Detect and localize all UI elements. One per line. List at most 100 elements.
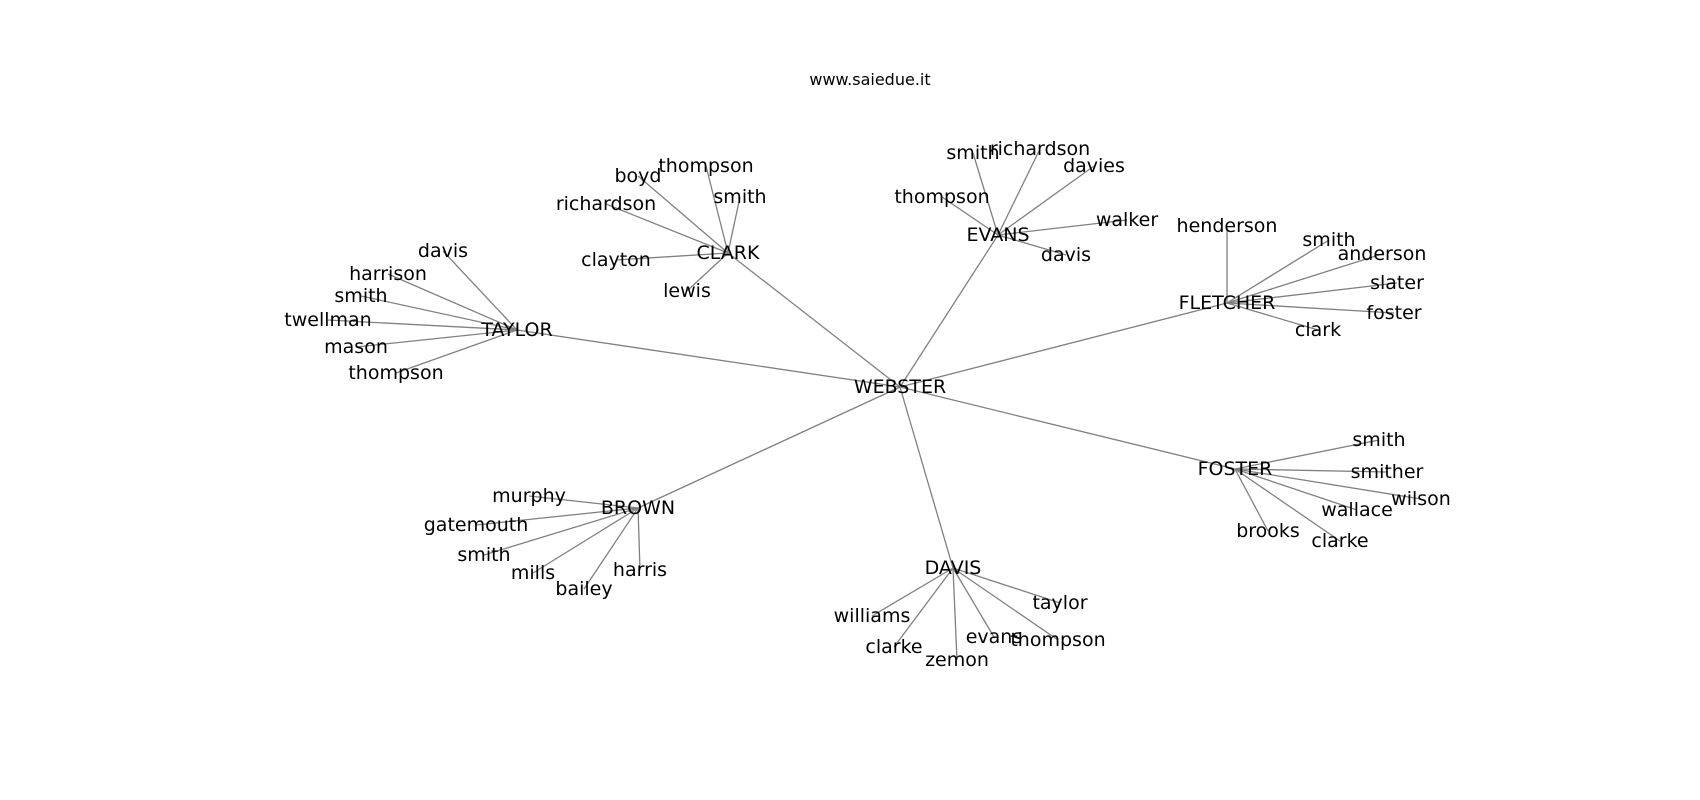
- node-member-evans-davis: davis: [1041, 244, 1091, 266]
- labels-layer: WEBSTERTAYLORdavisharrisonsmithtwellmanm…: [284, 138, 1451, 671]
- node-member-davis-thompson: thompson: [1010, 629, 1105, 651]
- node-member-davis-williams: williams: [834, 605, 911, 627]
- node-group-davis: DAVIS: [925, 557, 982, 579]
- edge-root-to-clark: [727, 252, 901, 388]
- edge-foster-to-wilson: [1234, 468, 1422, 500]
- node-member-foster-wallace: wallace: [1321, 499, 1393, 521]
- node-member-taylor-twellman: twellman: [284, 309, 371, 331]
- node-member-fletcher-slater: slater: [1370, 272, 1424, 294]
- node-member-brown-smith: smith: [457, 544, 510, 566]
- node-member-fletcher-foster: foster: [1366, 302, 1421, 324]
- edge-evans-to-davis: [997, 234, 1067, 256]
- edge-foster-to-brooks: [1234, 468, 1269, 532]
- node-member-taylor-smith: smith: [334, 285, 387, 307]
- node-member-clark-smith: smith: [713, 186, 766, 208]
- edge-evans-to-walker: [997, 219, 1128, 236]
- edge-fletcher-to-smith: [1226, 239, 1330, 304]
- node-member-brown-murphy: murphy: [492, 485, 566, 507]
- edge-evans-to-smith: [972, 152, 999, 236]
- node-member-clark-richardson: richardson: [556, 193, 656, 215]
- edge-taylor-to-twellman: [327, 319, 518, 331]
- node-member-brown-mills: mills: [511, 562, 555, 584]
- edge-taylor-to-mason: [355, 329, 518, 348]
- node-group-taylor: TAYLOR: [480, 319, 552, 341]
- node-member-taylor-thompson: thompson: [348, 362, 443, 384]
- node-member-fletcher-henderson: henderson: [1177, 215, 1278, 237]
- node-member-fletcher-smith: smith: [1302, 229, 1355, 251]
- node-group-evans: EVANS: [966, 224, 1029, 246]
- edge-brown-to-bailey: [583, 507, 639, 590]
- node-root-webster: WEBSTER: [854, 376, 946, 398]
- edge-evans-to-davies: [997, 165, 1095, 236]
- node-member-taylor-mason: mason: [324, 336, 388, 358]
- node-member-foster-brooks: brooks: [1236, 520, 1300, 542]
- node-member-clark-clayton: clayton: [581, 249, 651, 271]
- edge-root-to-brown: [637, 386, 901, 509]
- node-member-fletcher-clark: clark: [1295, 319, 1341, 341]
- edge-root-to-davis: [899, 386, 954, 569]
- edge-davis-to-thompson: [952, 567, 1059, 641]
- node-member-brown-harris: harris: [613, 559, 667, 581]
- edge-root-to-taylor: [516, 329, 901, 388]
- node-member-evans-walker: walker: [1096, 209, 1158, 231]
- edge-taylor-to-davis: [442, 250, 518, 331]
- site-caption: www.saiedue.it: [809, 70, 931, 89]
- edge-root-to-evans: [899, 234, 999, 388]
- edge-brown-to-smith: [483, 507, 639, 556]
- edge-taylor-to-thompson: [395, 329, 518, 374]
- edge-brown-to-harris: [637, 507, 641, 571]
- edge-clark-to-lewis: [686, 252, 729, 292]
- node-member-foster-smith: smith: [1352, 429, 1405, 451]
- edge-brown-to-murphy: [528, 495, 639, 509]
- edge-davis-to-williams: [871, 567, 954, 617]
- edge-davis-to-clarke: [893, 567, 954, 648]
- node-member-evans-richardson: richardson: [990, 138, 1090, 160]
- edge-foster-to-smith: [1234, 439, 1380, 470]
- edge-foster-to-wallace: [1234, 468, 1358, 511]
- node-member-taylor-davis: davis: [418, 240, 468, 262]
- edge-davis-to-zemon: [952, 567, 958, 661]
- edge-fletcher-to-clark: [1226, 302, 1319, 331]
- node-member-davis-zemon: zemon: [925, 649, 989, 671]
- node-group-brown: BROWN: [601, 497, 675, 519]
- node-member-foster-clarke: clarke: [1311, 530, 1368, 552]
- node-member-foster-smither: smither: [1351, 461, 1424, 483]
- edge-evans-to-richardson: [997, 148, 1041, 236]
- node-member-davis-clarke: clarke: [865, 636, 922, 658]
- node-member-fletcher-anderson: anderson: [1338, 243, 1427, 265]
- node-member-brown-gatemouth: gatemouth: [424, 514, 529, 536]
- node-member-clark-thompson: thompson: [658, 155, 753, 177]
- edges-layer: [327, 148, 1422, 661]
- edge-taylor-to-smith: [360, 295, 518, 331]
- node-member-evans-smith: smith: [946, 142, 999, 164]
- node-member-foster-wilson: wilson: [1391, 488, 1451, 510]
- edge-taylor-to-harrison: [387, 273, 518, 331]
- edge-brown-to-gatemouth: [475, 507, 639, 526]
- edge-fletcher-to-slater: [1226, 282, 1398, 304]
- node-member-brown-bailey: bailey: [555, 578, 612, 600]
- node-member-evans-thompson: thompson: [894, 186, 989, 208]
- node-group-clark: CLARK: [697, 242, 760, 264]
- node-member-clark-boyd: boyd: [615, 165, 662, 187]
- edge-davis-to-evans: [952, 567, 995, 638]
- edge-root-to-foster: [899, 386, 1236, 470]
- edge-clark-to-smith: [727, 196, 741, 254]
- edge-fletcher-to-anderson: [1226, 253, 1383, 304]
- edge-foster-to-clarke: [1234, 468, 1341, 542]
- node-member-taylor-harrison: harrison: [349, 263, 427, 285]
- edge-evans-to-thompson: [941, 196, 999, 236]
- edge-brown-to-mills: [532, 507, 639, 574]
- edge-davis-to-taylor: [952, 567, 1061, 604]
- edge-foster-to-smither: [1234, 468, 1388, 473]
- edge-root-to-fletcher: [899, 302, 1228, 388]
- node-group-foster: FOSTER: [1198, 458, 1273, 480]
- node-member-davis-evans: evans: [966, 626, 1023, 648]
- edge-clark-to-thompson: [705, 165, 729, 254]
- node-member-clark-lewis: lewis: [663, 280, 711, 302]
- edge-fletcher-to-foster: [1226, 302, 1395, 314]
- edge-clark-to-clayton: [615, 252, 729, 261]
- node-member-evans-davies: davies: [1063, 155, 1125, 177]
- node-member-davis-taylor: taylor: [1032, 592, 1087, 614]
- edge-clark-to-boyd: [637, 175, 729, 254]
